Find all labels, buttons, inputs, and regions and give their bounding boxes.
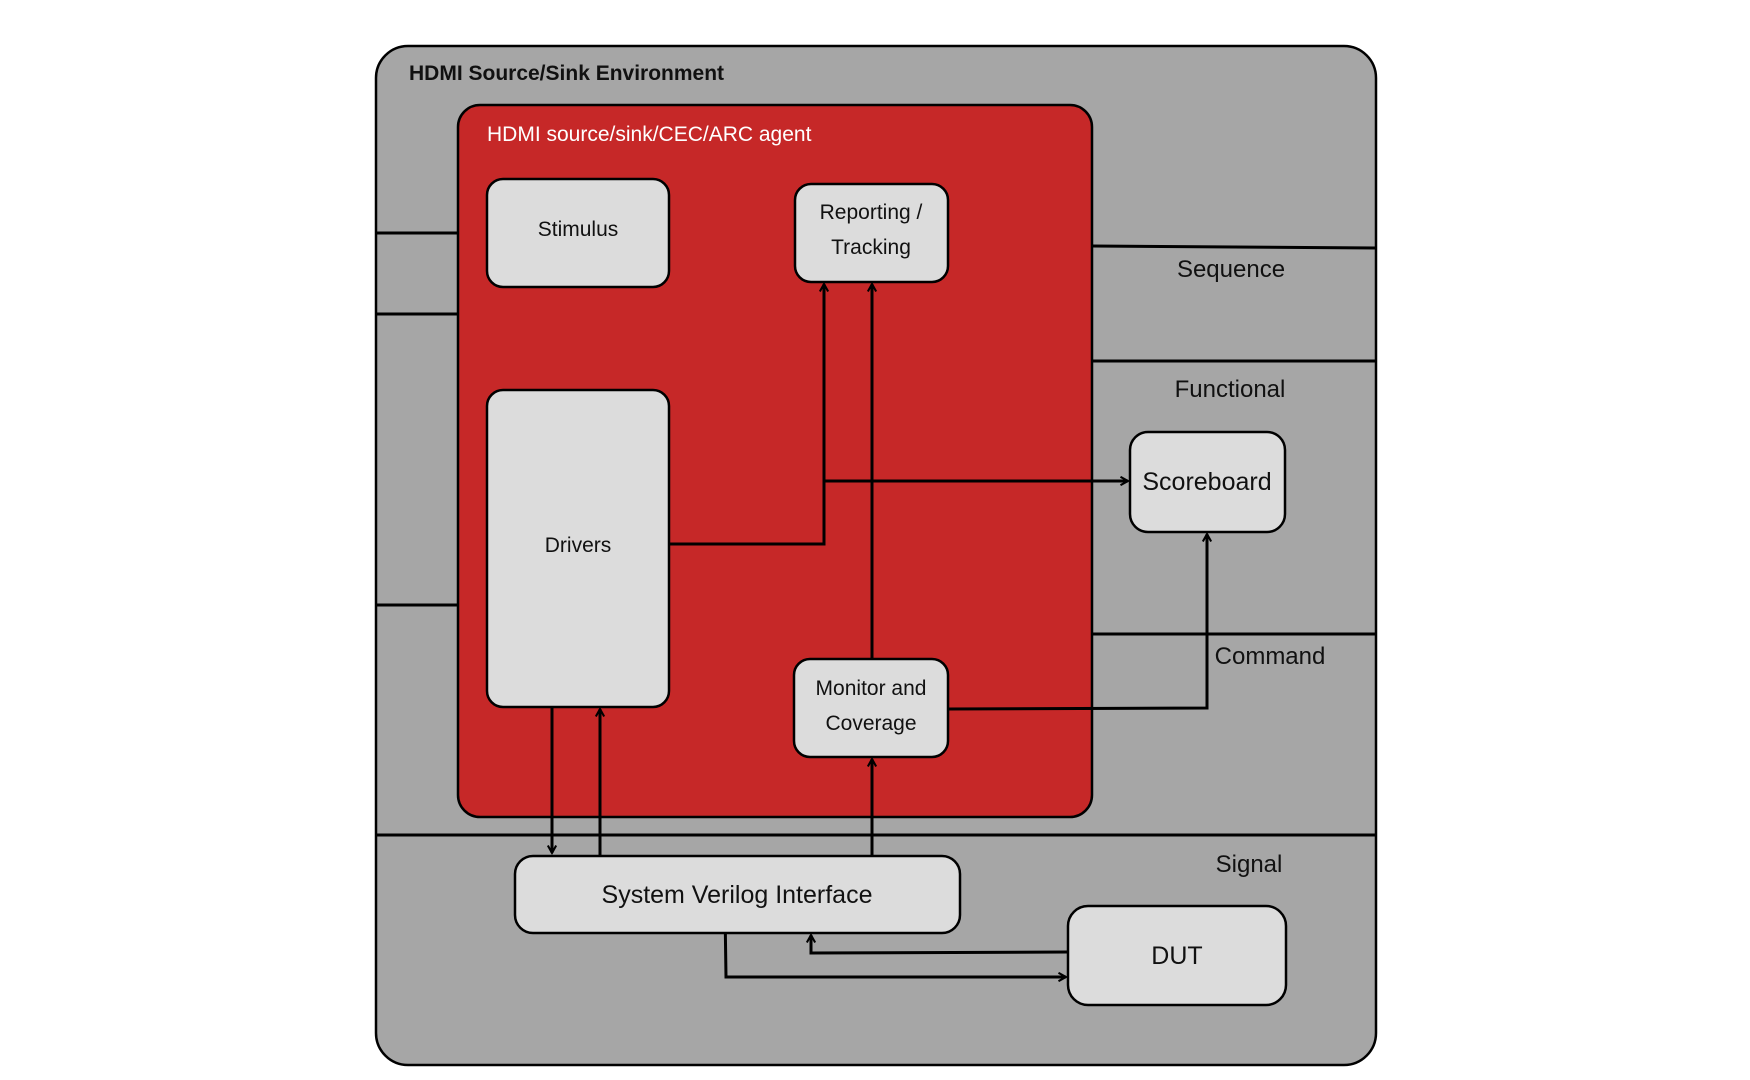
drivers-block[interactable]: Drivers <box>485 388 671 709</box>
drivers-label: Drivers <box>545 534 612 557</box>
monitor-coverage-block[interactable]: Monitor and Coverage <box>792 657 950 759</box>
scoreboard-label: Scoreboard <box>1142 468 1271 496</box>
reporting-label-line1: Reporting / <box>820 201 923 224</box>
connector-dut-to-interface <box>811 935 1069 955</box>
layer-label-sequence: Sequence <box>1177 256 1285 283</box>
sequence-divider <box>1091 244 1377 250</box>
system-verilog-interface-block[interactable]: System Verilog Interface <box>513 854 962 935</box>
sv-interface-label: System Verilog Interface <box>602 881 873 909</box>
reporting-label-line2: Tracking <box>831 236 911 259</box>
environment-title: HDMI Source/Sink Environment <box>409 62 724 85</box>
monitor-label-line2: Coverage <box>825 712 916 735</box>
layer-label-functional: Functional <box>1175 376 1286 403</box>
scoreboard-block[interactable]: Scoreboard <box>1128 430 1287 534</box>
connector-drivers-to-reporting <box>669 284 824 546</box>
stimulus-block[interactable]: Stimulus <box>485 177 671 289</box>
dut-block[interactable]: DUT <box>1066 904 1288 1007</box>
agent-title: HDMI source/sink/CEC/ARC agent <box>487 123 812 146</box>
connector-monitor-to-scoreboard <box>947 534 1207 711</box>
reporting-tracking-block[interactable]: Reporting / Tracking <box>793 182 950 284</box>
monitor-label-line1: Monitor and <box>816 677 927 700</box>
stimulus-label: Stimulus <box>538 218 619 241</box>
layer-label-signal: Signal <box>1216 851 1283 878</box>
layer-label-command: Command <box>1215 643 1326 670</box>
dut-label: DUT <box>1151 942 1202 970</box>
